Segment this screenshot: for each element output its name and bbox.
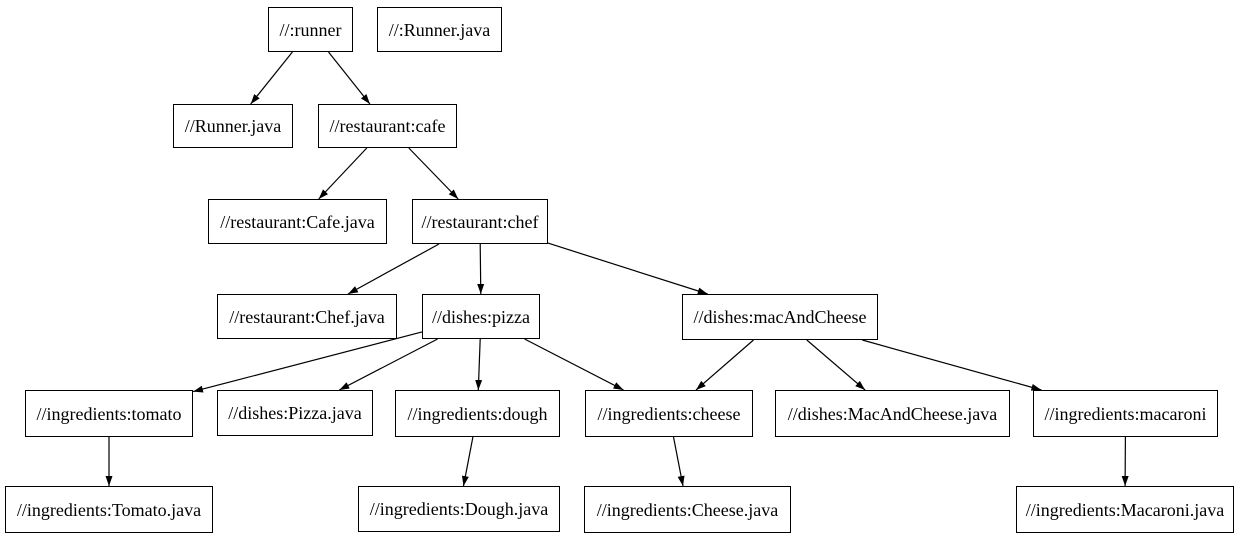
graph-node-cheese: //ingredients:cheese: [585, 390, 753, 437]
graph-edge-chef-to-pizza: [477, 243, 485, 295]
graph-edge-macandcheese-to-macandcheese-java: [806, 339, 866, 391]
graph-node-pizza: //dishes:pizza: [422, 294, 540, 339]
graph-edge-pizza-to-pizza-java: [339, 338, 438, 391]
graph-edge-chef-to-macandcheese: [547, 242, 708, 295]
graph-edge-cafe-to-chef: [408, 147, 459, 200]
graph-node-chef: //restaurant:chef: [412, 199, 548, 244]
graph-node-macandcheese-java: //dishes:MacAndCheese.java: [775, 390, 1010, 437]
graph-node-tomato: //ingredients:tomato: [25, 390, 193, 437]
graph-node-cafe-java: //restaurant:Cafe.java: [208, 199, 387, 244]
graph-node-pizza-java: //dishes:Pizza.java: [217, 390, 373, 436]
graph-node-macaroni: //ingredients:macaroni: [1033, 390, 1218, 437]
graph-node-cafe: //restaurant:cafe: [318, 104, 457, 148]
graph-edge-macandcheese-to-macaroni: [862, 339, 1042, 391]
graph-edge-chef-to-chef-java: [347, 243, 440, 295]
graph-edge-dough-to-dough-java: [461, 436, 474, 487]
graph-node-runner-src: //:Runner.java: [377, 7, 502, 52]
graph-edge-cafe-to-cafe-java: [318, 147, 368, 200]
graph-edge-cheese-to-cheese-java: [672, 436, 685, 487]
graph-node-macaroni-java: //ingredients:Macaroni.java: [1016, 486, 1234, 533]
graph-edge-runner-to-cafe: [328, 51, 371, 105]
graph-edge-pizza-to-tomato: [192, 331, 423, 393]
graph-node-macandcheese: //dishes:macAndCheese: [682, 294, 878, 340]
graph-node-chef-java: //restaurant:Chef.java: [217, 294, 397, 339]
graph-node-cheese-java: //ingredients:Cheese.java: [584, 486, 791, 533]
graph-node-dough: //ingredients:dough: [395, 390, 560, 437]
graph-edge-pizza-to-cheese: [524, 338, 624, 391]
graph-edge-pizza-to-dough: [475, 338, 483, 391]
graph-node-runner: //:runner: [268, 7, 353, 52]
graph-node-dough-java: //ingredients:Dough.java: [358, 486, 560, 532]
graph-edge-macandcheese-to-cheese: [695, 339, 754, 391]
graph-edge-runner-to-runner-java: [250, 51, 293, 105]
graph-node-tomato-java: //ingredients:Tomato.java: [5, 486, 213, 533]
graph-node-runner-java: //Runner.java: [173, 104, 293, 148]
